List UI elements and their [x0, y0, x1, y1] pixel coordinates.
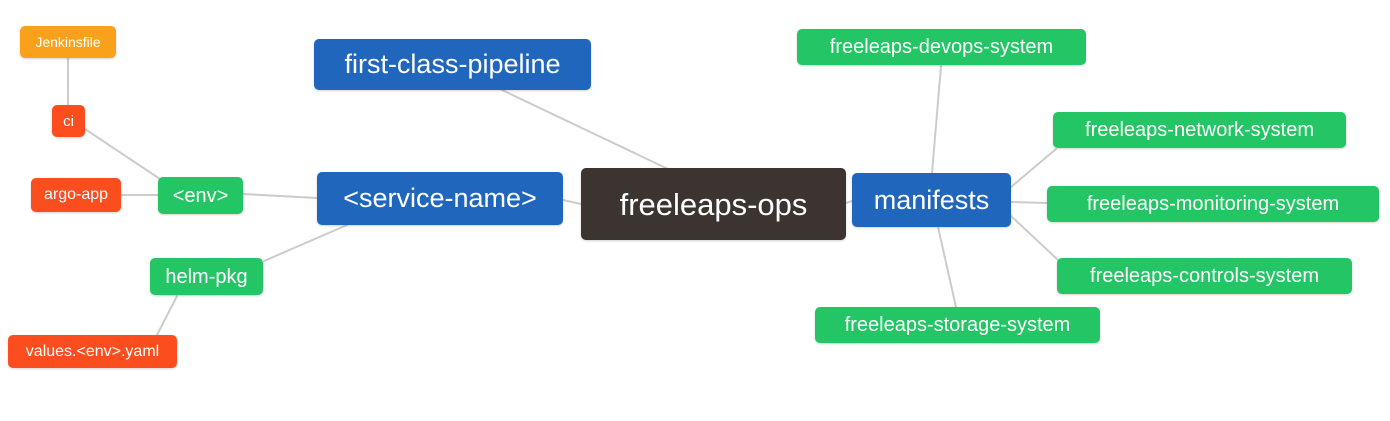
- node-freeleaps-storage-system[interactable]: freeleaps-storage-system: [815, 307, 1100, 343]
- edge-values-helmpkg: [156, 295, 178, 336]
- node-jenkinsfile[interactable]: Jenkinsfile: [20, 26, 116, 58]
- edge-manifests-network: [1010, 148, 1057, 188]
- edge-ci-env: [84, 128, 164, 182]
- node-ci[interactable]: ci: [52, 105, 85, 137]
- node-manifests[interactable]: manifests: [852, 173, 1011, 227]
- edge-manifests-controls: [1010, 215, 1059, 261]
- node-helm-pkg[interactable]: helm-pkg: [150, 258, 263, 295]
- edge-env-servicename: [242, 193, 318, 199]
- node-values-env-yaml[interactable]: values.<env>.yaml: [8, 335, 177, 368]
- edge-manifests-devops: [931, 65, 942, 174]
- node-freeleaps-ops-root[interactable]: freeleaps-ops: [581, 168, 846, 240]
- edge-fcp-root: [501, 89, 669, 170]
- edge-servicename-root: [562, 199, 582, 205]
- edge-root-manifests: [845, 200, 853, 204]
- node-freeleaps-devops-system[interactable]: freeleaps-devops-system: [797, 29, 1086, 65]
- node-argo-app[interactable]: argo-app: [31, 178, 121, 212]
- node-freeleaps-controls-system[interactable]: freeleaps-controls-system: [1057, 258, 1352, 294]
- node-freeleaps-monitoring-system[interactable]: freeleaps-monitoring-system: [1047, 186, 1379, 222]
- node-freeleaps-network-system[interactable]: freeleaps-network-system: [1053, 112, 1346, 148]
- edge-manifests-monitoring: [1010, 201, 1048, 204]
- node-env[interactable]: <env>: [158, 177, 243, 214]
- edge-helmpkg-servicename: [263, 224, 348, 262]
- node-service-name[interactable]: <service-name>: [317, 172, 563, 225]
- node-first-class-pipeline[interactable]: first-class-pipeline: [314, 39, 591, 90]
- edge-manifests-storage: [937, 226, 957, 308]
